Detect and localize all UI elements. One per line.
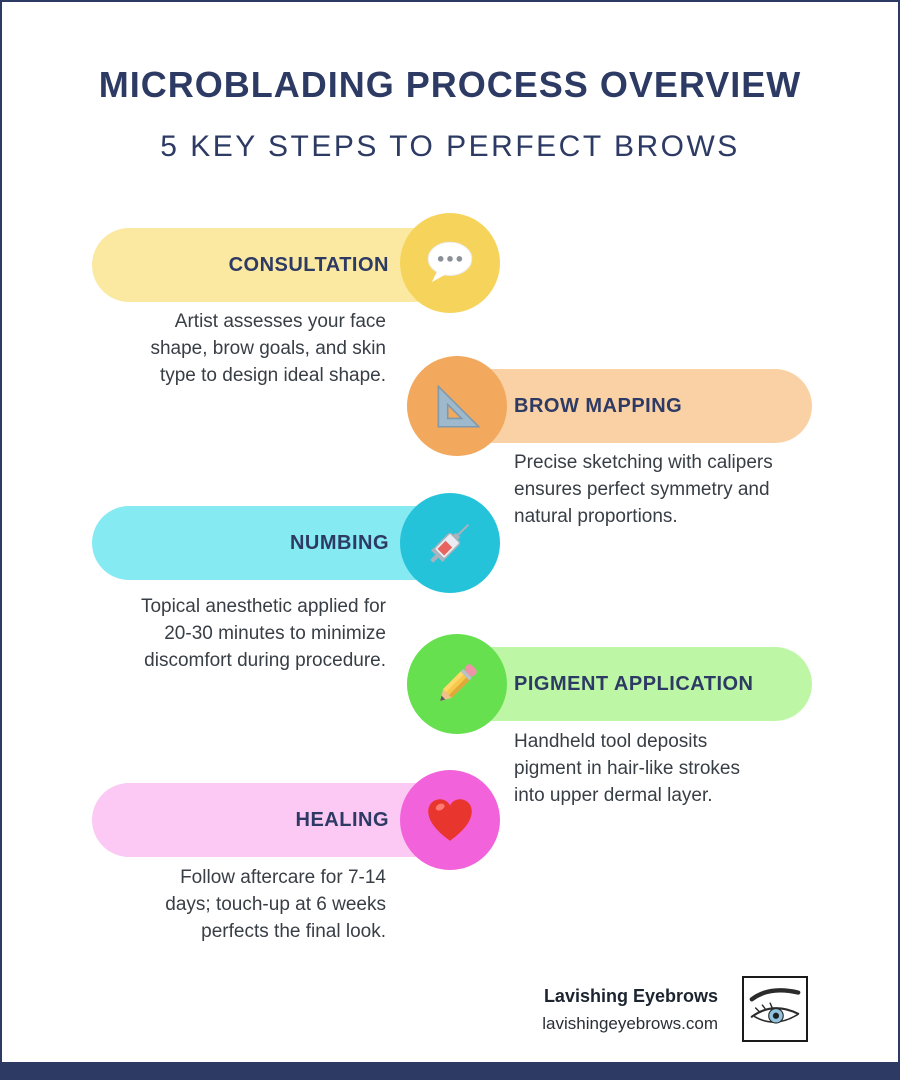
eye-logo-icon: [749, 988, 801, 1024]
step-pill-healing: HEALING: [92, 783, 457, 857]
step-description: Follow aftercare for 7-14 days; touch-up…: [165, 867, 386, 942]
bottom-accent-bar: [2, 1062, 898, 1078]
step-description: Precise sketching with calipers ensures …: [514, 452, 773, 527]
speech-bubble-icon: [400, 213, 500, 313]
step-label: BROW MAPPING: [514, 394, 683, 417]
brand-logo: [742, 976, 808, 1042]
step-label: NUMBING: [289, 531, 389, 554]
heart-icon: [400, 770, 500, 870]
triangle-ruler-icon: [407, 356, 507, 456]
page-subtitle: 5 KEY STEPS TO PERFECT BROWS: [160, 130, 740, 163]
pencil-icon: [407, 634, 507, 734]
page-title: MICROBLADING PROCESS OVERVIEW: [98, 64, 802, 105]
step-description: Artist assesses your face shape, brow go…: [150, 311, 386, 386]
brand-name: Lavishing Eyebrows: [543, 986, 718, 1006]
step-label: CONSULTATION: [228, 253, 389, 276]
website-text: lavishingeyebrows.com: [542, 1014, 718, 1033]
step-pill-numbing: NUMBING: [92, 506, 457, 580]
step-description: Handheld tool deposits pigment in hair-l…: [514, 731, 740, 806]
step-label: PIGMENT APPLICATION: [514, 672, 754, 695]
step-pill-consultation: CONSULTATION: [92, 228, 457, 302]
syringe-icon: [400, 493, 500, 593]
step-label: HEALING: [295, 808, 389, 831]
step-description: Topical anesthetic applied for 20-30 min…: [140, 596, 386, 671]
footer: Lavishing Eyebrows lavishingeyebrows.com: [398, 986, 718, 1034]
